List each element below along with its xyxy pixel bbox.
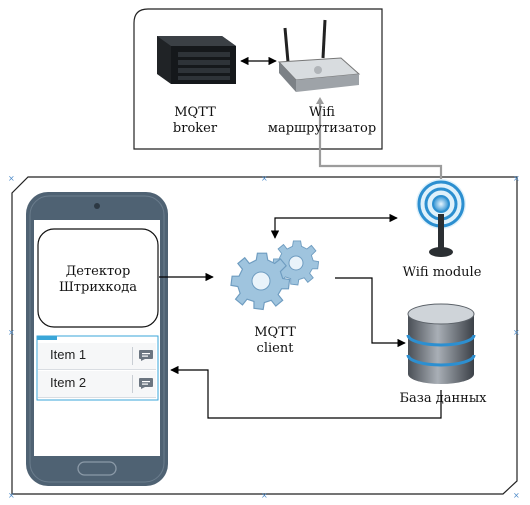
list-item-icon[interactable] xyxy=(139,350,153,361)
list-item-icon[interactable] xyxy=(139,378,153,389)
router-label: Wifi маршрутизатор xyxy=(267,105,377,136)
mqtt-client-label: MQTT client xyxy=(254,325,296,356)
svg-text:×: × xyxy=(8,328,15,337)
svg-text:×: × xyxy=(513,328,520,337)
wifi-module-label: Wifi module xyxy=(402,265,482,280)
list-item-label: Item 2 xyxy=(50,375,87,390)
detector-label: Детектор Штрихкода xyxy=(58,264,138,295)
list-item[interactable]: Item 1 xyxy=(38,343,156,370)
list-item[interactable]: Item 2 xyxy=(38,371,156,398)
broker-label: MQTT broker xyxy=(172,105,218,136)
server-icon xyxy=(157,36,236,84)
svg-text:×: × xyxy=(8,491,15,500)
database-label: База данных xyxy=(399,391,487,406)
list-item-label: Item 1 xyxy=(50,347,87,362)
svg-text:×: × xyxy=(261,491,268,500)
svg-text:×: × xyxy=(513,491,520,500)
phone-icon xyxy=(26,192,168,486)
svg-text:×: × xyxy=(261,174,268,183)
svg-text:×: × xyxy=(8,174,15,183)
router-wifi-connector xyxy=(318,104,443,180)
database-icon xyxy=(406,303,476,384)
svg-text:×: × xyxy=(513,174,520,183)
list-item-divider xyxy=(132,375,133,393)
list-item-divider xyxy=(132,347,133,365)
gears-icon xyxy=(230,240,320,311)
wifi-antenna-icon xyxy=(416,179,466,257)
router-icon xyxy=(277,19,361,92)
